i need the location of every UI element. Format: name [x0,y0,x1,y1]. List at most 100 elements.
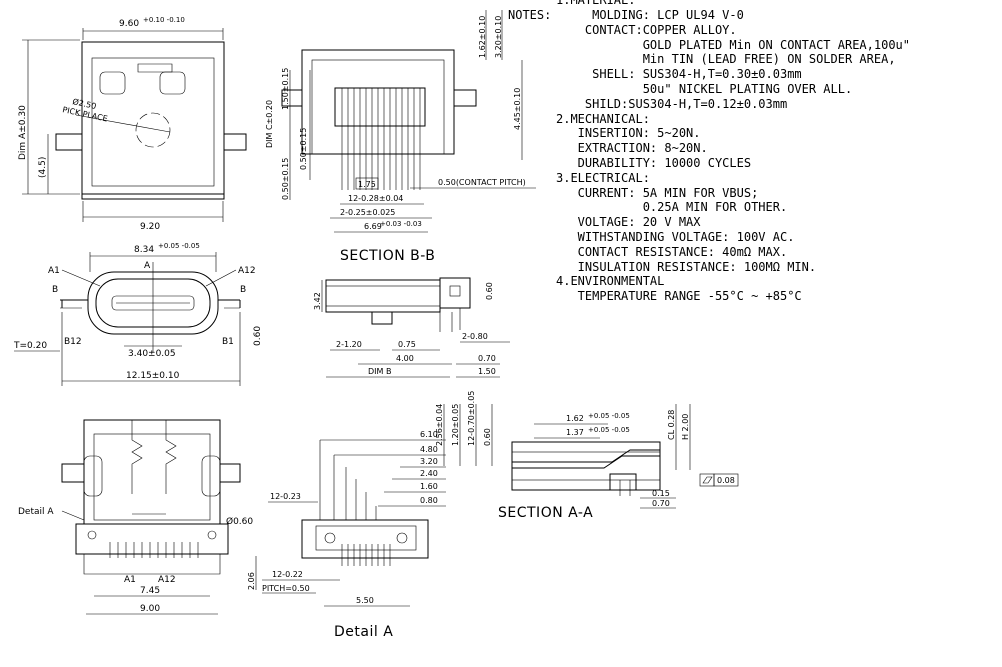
note-line: INSERTION: 5~20N. [556,126,701,141]
front-width-tol: +0.05 -0.05 [158,242,200,250]
side-dim-5: DIM B [368,367,391,376]
thickness-label: T=0.20 [13,341,47,351]
note-line: WITHSTANDING VOLTAGE: 100V AC. [556,229,795,244]
side-dim-3: 4.00 [396,354,414,363]
aa-right-dim-1: H 2.00 [681,414,690,440]
contact-pitch: 0.50(CONTACT PITCH) [438,178,526,187]
note-line: 4.ENVIRONMENTAL [556,274,665,289]
note-line: MOLDING: LCP UL94 V-0 [556,8,744,22]
note-line: TEMPERATURE RANGE -55°C ~ +85°C [556,289,802,304]
side-dim-2: 2-0.80 [462,332,488,341]
bb-left-dim-0: 0.50±0.15 [281,158,290,200]
note-line: CURRENT: 5A MIN FOR VBUS; [556,185,759,200]
bb-right-dim: 4.45±0.10 [513,88,522,130]
note-line: INSULATION RESISTANCE: 100MΩ MIN. [556,259,817,274]
bottom-view: Detail A A1 A12 Ø0.60 7.45 9.00 2.06 [18,419,257,615]
aa-right-dim-0: CL 0.28 [667,410,676,440]
detail-left-dim: 12-0.23 [270,492,301,501]
aa-bottom-dim-0: 0.15 [652,489,670,498]
note-line: 2.MECHANICAL: [556,111,650,126]
b1-label: B1 [222,337,234,347]
note-line: EXTRACTION: 8~20N. [556,141,708,156]
note-line: 0.25A MIN FOR OTHER. [556,200,788,215]
notes-lines: 1.MATERIAL: MOLDING: LCP UL94 V-0 CONTAC… [508,0,998,304]
note-line: SHILD:SUS304-H,T=0.12±0.03mm [556,96,788,111]
bottom-a1: A1 [124,575,136,585]
detail-a-callout: Detail A [18,507,54,517]
bb-row-dim-0: 12-0.28±0.04 [348,194,403,203]
front-width-dim: 8.34 [134,245,154,255]
front-view: A B B 8.34 +0.05 -0.05 A1 A12 B12 B1 T=0… [13,242,263,386]
side-dim-6: 1.50 [478,367,496,376]
bb-left-dim-1: 1.50±0.15 [281,68,290,110]
note-line: 3.ELECTRICAL: [556,170,650,185]
sub-dim-label: (4.5) [38,157,48,178]
aa-top-dim-0: 1.62 [566,414,584,423]
aa-flatness: 0.08 [717,476,735,485]
note-line: CONTACT RESISTANCE: 40mΩ MAX. [556,244,788,259]
section-aa-title: SECTION A-A [498,505,593,521]
a12-label: A12 [238,266,256,276]
bottom-inner-width: 7.45 [140,586,160,596]
bottom-height-dim: 2.06 [247,572,256,590]
top-view: 9.60 +0.10 -0.10 9.20 Dim A±0.30 (4.5) Ø… [18,16,247,232]
bb-row-dim-2: 6.69 [364,222,382,231]
hole-dia: Ø0.60 [226,516,253,527]
total-width-dim: 12.15±0.10 [126,371,180,381]
detail-a-title: Detail A [334,624,393,640]
side-view: 3.42 0.60 2-1.20 0.75 2-0.80 4.00 0.70 D… [313,277,510,378]
detail-dim-2: 3.20 [420,457,438,466]
section-bb-title: SECTION B-B [340,248,435,264]
detail-a: 6.10 4.80 3.20 2.40 1.60 0.80 12-0.23 12… [262,430,446,640]
bb-top-dim-1: 3.20±0.10 [494,16,503,58]
note-line: Min TIN (LEAD FREE) ON SOLDER AREA, [556,52,896,67]
detail-dim-3: 2.40 [420,469,438,478]
notes-block: NOTES: 1.MATERIAL: MOLDING: LCP UL94 V-0… [508,0,998,304]
b12-label: B12 [64,337,82,347]
note-line: CONTACT:COPPER ALLOY. [556,22,737,37]
a1-label: A1 [48,266,60,276]
bb-row-dim-1: 2-0.25±0.025 [340,208,395,217]
note-line: SHELL: SUS304-H,T=0.30±0.03mm [556,67,802,82]
aa-top-tol-0: +0.05 -0.05 [588,412,630,420]
side-dim-1: 0.75 [398,340,416,349]
sec-a-label: A [144,261,151,271]
detail-bottom-dim-0: 12-0.22 [272,570,303,579]
top-width-dim: 9.60 [119,19,139,29]
bottom-a12: A12 [158,575,176,585]
detail-bottom-dim-2: 5.50 [356,596,374,605]
bottom-outer-width: 9.00 [140,604,160,614]
side-right-dim: 0.60 [485,282,494,300]
detail-dim-0: 6.10 [420,430,438,439]
note-line: 1.MATERIAL: [556,0,636,8]
sec-b-left: B [52,285,58,295]
note-line: DURABILITY: 10000 CYCLES [556,155,752,170]
side-dim-0: 2-1.20 [336,340,362,349]
aa-top-dim-1: 1.37 [566,428,584,437]
top-width-tol: +0.10 -0.10 [143,16,185,24]
detail-bottom-dim-1: PITCH=0.50 [262,584,310,593]
bb-left-dim-2: DIM C±0.20 [265,100,274,148]
bb-boxed-dim: 1.75 [358,180,376,189]
side-dim-4: 0.70 [478,354,496,363]
section-aa: 2.56±0.04 1.20±0.05 12-0.70±0.05 0.60 1.… [435,391,739,521]
front-height-dim: 0.60 [253,326,263,346]
note-line: GOLD PLATED Min ON CONTACT AREA,100u" [556,37,911,52]
detail-dim-1: 4.80 [420,445,438,454]
detail-dim-4: 1.60 [420,482,438,491]
bb-top-dim-0: 1.62±0.10 [478,16,487,58]
top-bottom-dim: 9.20 [140,222,160,232]
pick-dia-label: Ø2.50 [72,96,98,111]
note-line: 50u" NICKEL PLATING OVER ALL. [556,81,853,96]
pitch-dim: 3.40±0.05 [128,349,176,359]
detail-dim-5: 0.80 [420,496,438,505]
sec-b-right: B [240,285,246,295]
dim-a-label: Dim A±0.30 [18,105,28,160]
aa-vdim-2: 12-0.70±0.05 [467,391,476,446]
aa-top-tol-1: +0.05 -0.05 [588,426,630,434]
aa-vdim-0: 2.56±0.04 [435,404,444,446]
aa-bottom-dim-1: 0.70 [652,499,670,508]
note-line: VOLTAGE: 20 V MAX [556,215,701,230]
notes-heading: NOTES: [508,8,552,22]
